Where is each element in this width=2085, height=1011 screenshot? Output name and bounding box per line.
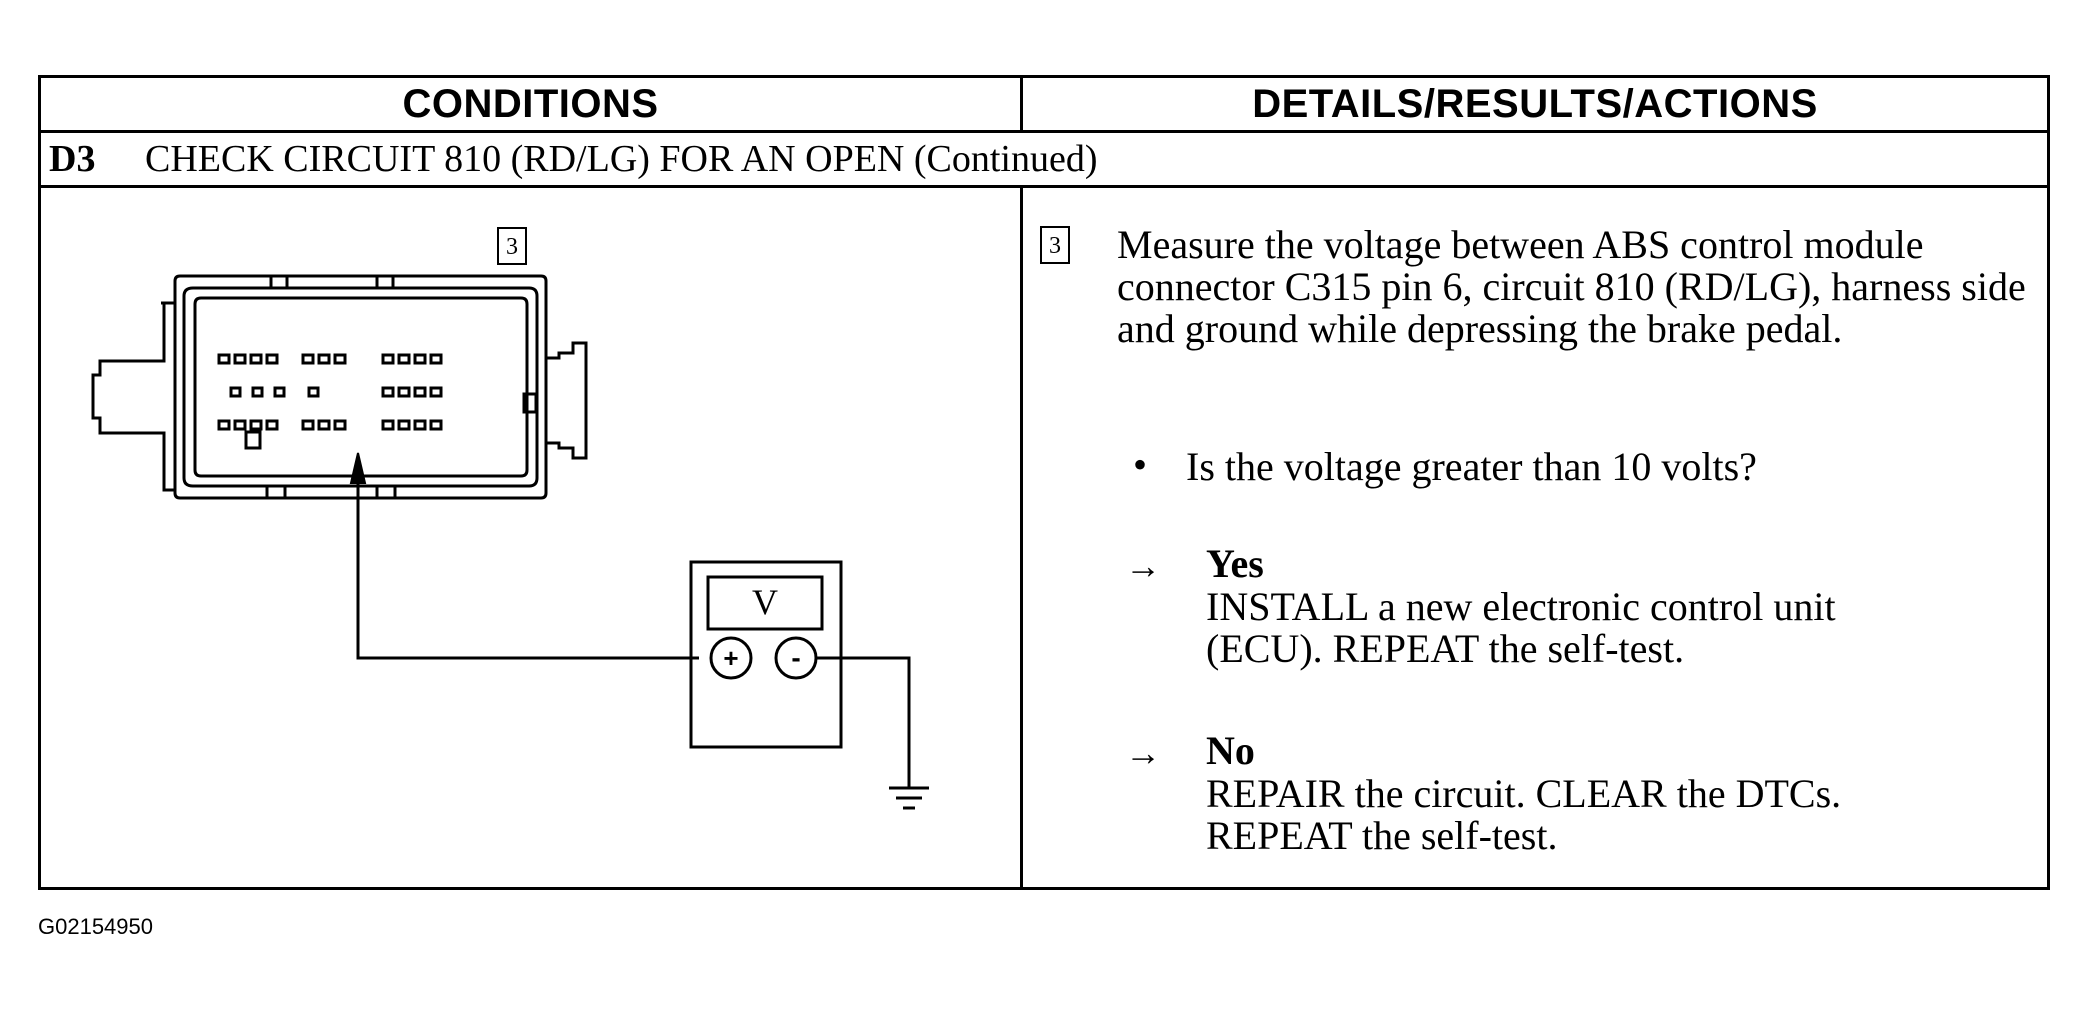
details-cell: 3 Measure the voltage between ABS contro… [1023,188,2047,887]
meter-minus-label: - [791,642,800,673]
details-header: DETAILS/RESULTS/ACTIONS [1252,82,1818,126]
step-body-row: 3 [41,188,2047,887]
result-yes-label: Yes [1206,541,1264,586]
step-title-row: D3 CHECK CIRCUIT 810 (RD/LG) FOR AN OPEN… [41,133,2047,188]
connector-meter-diagram: V + - [91,274,929,810]
figure-id: G02154950 [38,914,153,939]
detail-box-number: 3 [1040,226,1070,264]
table-header-row: CONDITIONS DETAILS/RESULTS/ACTIONS [41,78,2047,133]
diagnostic-table: CONDITIONS DETAILS/RESULTS/ACTIONS D3 CH… [38,75,2050,890]
result-arrow-icon: → [1125,546,1161,586]
instruction-text: Measure the voltage between ABS control … [1117,222,2026,351]
step-number: D3 [49,138,96,180]
voltmeter-icon [689,560,929,810]
result-no-line: REPAIR the circuit. CLEAR the DTCs. [1206,771,1842,816]
result-no-line: REPEAT the self-test. [1206,813,1558,858]
probe-lead [356,476,699,660]
conditions-cell: 3 [41,188,1023,887]
meter-plus-label: + [723,643,738,673]
condition-box-number: 3 [497,227,527,265]
step-title: CHECK CIRCUIT 810 (RD/LG) FOR AN OPEN (C… [145,138,1098,180]
bullet-marker: • [1133,442,1148,487]
result-no-label: No [1206,728,1255,773]
result-arrow-icon: → [1125,733,1161,773]
connector-icon [91,274,588,500]
probe-tip-icon [349,452,367,484]
conditions-header: CONDITIONS [41,78,1023,130]
meter-display-label: V [752,582,778,622]
result-yes-line: INSTALL a new electronic control unit [1206,584,1836,629]
question-text: Is the voltage greater than 10 volts? [1186,444,1757,489]
result-yes-line: (ECU). REPEAT the self-test. [1206,626,1685,671]
